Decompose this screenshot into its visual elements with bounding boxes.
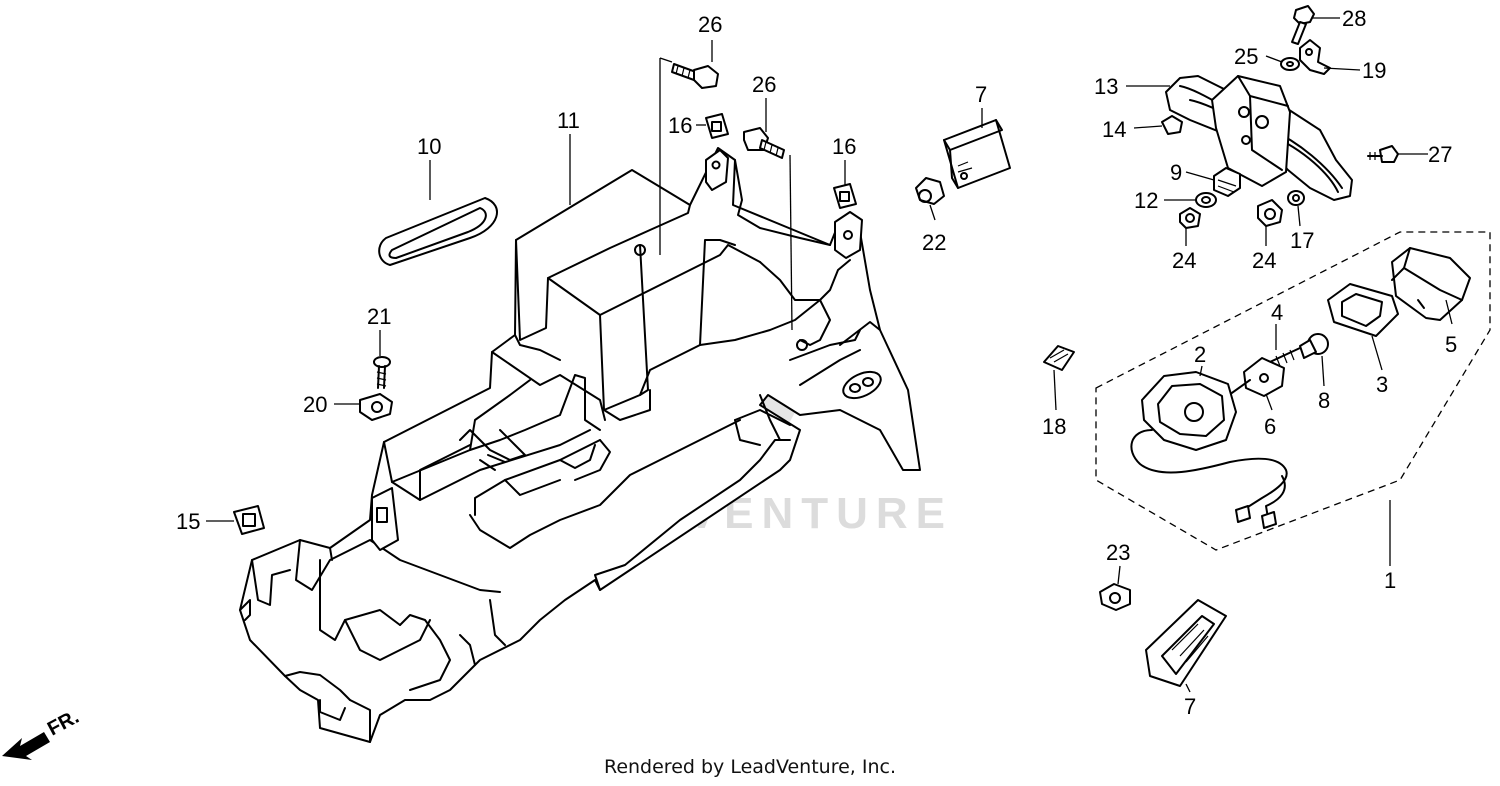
- callout-9: 9: [1170, 160, 1182, 185]
- callout-12: 12: [1134, 188, 1158, 213]
- part-23-nut: [1099, 583, 1131, 611]
- callout-5: 5: [1445, 332, 1457, 357]
- callout-25: 25: [1234, 44, 1258, 69]
- callout-10: 10: [417, 134, 441, 159]
- part-25-washer: [1280, 57, 1300, 71]
- callout-28: 28: [1342, 6, 1366, 31]
- callout-14: 14: [1102, 117, 1126, 142]
- callout-20: 20: [303, 392, 327, 417]
- callout-7-bottom: 7: [1184, 694, 1196, 719]
- callout-19: 19: [1362, 58, 1386, 83]
- part-9-nut: [1213, 167, 1241, 197]
- part-24-nut-a: [1179, 207, 1201, 229]
- callout-4: 4: [1271, 300, 1283, 325]
- part-27-bolt: [1367, 145, 1399, 163]
- front-label: FR.: [44, 706, 83, 741]
- callout-24-left: 24: [1172, 248, 1196, 273]
- callout-3: 3: [1376, 372, 1388, 397]
- part-20-clip: [359, 393, 393, 421]
- part-8-bulb: [1299, 333, 1329, 359]
- callout-1: 1: [1384, 568, 1396, 593]
- part-28-bolt: [1291, 5, 1315, 45]
- part-16-clip-a: [705, 113, 729, 139]
- callout-2: 2: [1194, 342, 1206, 367]
- part-26-bolt-a: [671, 63, 719, 89]
- part-14-grommet: [1161, 115, 1183, 135]
- callout-labels: 26 26 11 10 16 16 7 22 21 20 15 28 25 19…: [176, 6, 1457, 719]
- callout-8: 8: [1318, 388, 1330, 413]
- callout-26-lower: 26: [752, 72, 776, 97]
- callout-15: 15: [176, 509, 200, 534]
- license-bracket: [1165, 75, 1353, 201]
- part-18-pin: [1043, 345, 1075, 371]
- part-21-screw: [373, 356, 391, 389]
- part-15-clip: [233, 505, 265, 535]
- part-26-bolt-b: [743, 127, 785, 159]
- part-12-washer: [1195, 192, 1217, 208]
- part-7-reflector-b: [1145, 599, 1227, 687]
- callout-23: 23: [1106, 540, 1130, 565]
- callout-11: 11: [557, 108, 580, 133]
- callout-16-right: 16: [832, 134, 856, 159]
- part-19-bracket: [1299, 39, 1331, 75]
- callout-6: 6: [1264, 414, 1276, 439]
- callout-16-left: 16: [668, 113, 692, 138]
- part-22-nut: [915, 177, 945, 205]
- callout-18: 18: [1042, 414, 1066, 439]
- taillight-assembly: [1095, 231, 1491, 551]
- front-direction-indicator: FR.: [2, 706, 83, 760]
- callout-21: 21: [367, 304, 391, 329]
- rear-fender: [239, 147, 921, 743]
- part-24-nut-b: [1257, 199, 1283, 227]
- part-17-washer: [1287, 190, 1305, 206]
- part-16-clip-b: [833, 183, 857, 209]
- callout-17: 17: [1290, 228, 1314, 253]
- callout-13: 13: [1094, 74, 1118, 99]
- render-credit: Rendered by LeadVenture, Inc.: [603, 756, 897, 778]
- leader-lines: [206, 17, 1453, 693]
- part-10-seal: [378, 197, 498, 266]
- callout-22: 22: [922, 230, 946, 255]
- callout-24-right: 24: [1252, 248, 1276, 273]
- callout-7-top: 7: [975, 82, 987, 107]
- callout-27: 27: [1428, 142, 1452, 167]
- callout-26-upper: 26: [698, 12, 722, 37]
- part-7-reflector-a: [943, 119, 1011, 189]
